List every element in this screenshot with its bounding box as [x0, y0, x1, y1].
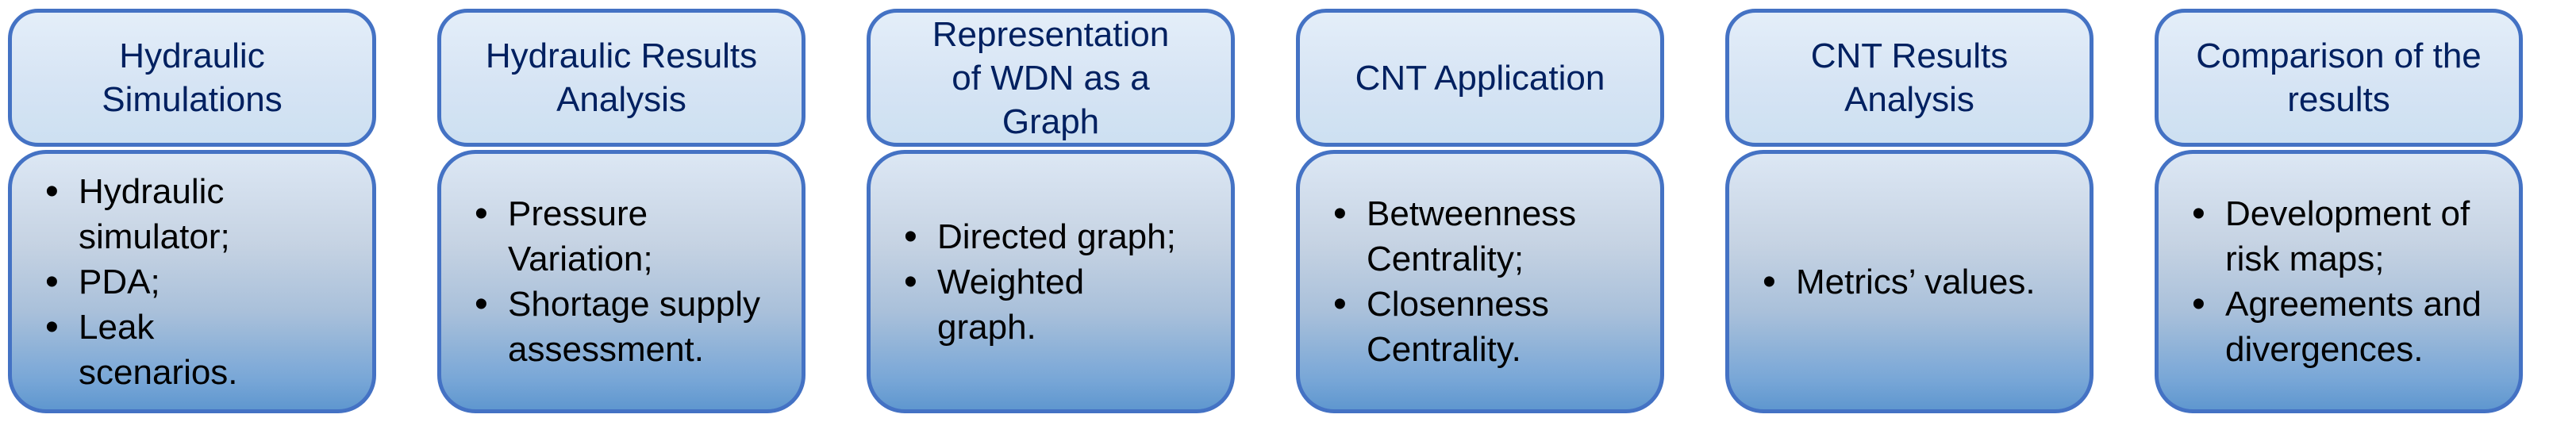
bullet-icon: •	[45, 170, 59, 213]
bullet-item: • Weighted graph.	[904, 259, 1213, 350]
stage-column-cnt-results-analysis: CNT Results Analysis • Metrics’ values.	[1725, 9, 2093, 422]
bullet-item: • Shortage supply assessment.	[475, 282, 784, 372]
bullet-text: Leak scenarios.	[79, 307, 238, 392]
bullet-text: Metrics’ values.	[1796, 262, 2036, 301]
bullet-text: Shortage supply assessment.	[508, 285, 760, 369]
bullet-icon: •	[45, 305, 59, 348]
bullet-icon: •	[45, 260, 59, 303]
bullet-item: • Pressure Variation;	[475, 191, 784, 282]
stage-title: Hydraulic Results Analysis	[485, 36, 758, 119]
bullet-icon: •	[1333, 283, 1347, 325]
stage-column-wdn-graph-representation: Representation of WDN as a Graph • Direc…	[867, 9, 1235, 422]
stage-header-cnt-application: CNT Application	[1296, 9, 1664, 147]
bullet-list: • Metrics’ values.	[1763, 259, 2072, 305]
bullet-text: Closenness Centrality.	[1367, 285, 1549, 369]
stage-body-cnt-results-analysis: • Metrics’ values.	[1725, 150, 2093, 413]
bullet-icon: •	[1763, 260, 1776, 303]
bullet-list: • Betweenness Centrality; • Closenness C…	[1333, 191, 1643, 372]
stage-body-cnt-application: • Betweenness Centrality; • Closenness C…	[1296, 150, 1664, 413]
stage-header-comparison-of-results: Comparison of the results	[2155, 9, 2523, 147]
stage-title: CNT Results Analysis	[1810, 36, 2009, 119]
bullet-list: • Pressure Variation; • Shortage supply …	[475, 191, 784, 372]
bullet-text: Development of risk maps;	[2225, 194, 2470, 278]
bullet-text: Agreements and divergences.	[2225, 285, 2482, 369]
bullet-item: • Agreements and divergences.	[2192, 282, 2501, 372]
bullet-item: • Closenness Centrality.	[1333, 282, 1643, 372]
stage-column-cnt-application: CNT Application • Betweenness Centrality…	[1296, 9, 1664, 422]
bullet-list: • Development of risk maps; • Agreements…	[2192, 191, 2501, 372]
bullet-item: • Directed graph;	[904, 214, 1213, 259]
bullet-item: • PDA;	[45, 259, 355, 305]
stage-title: Comparison of the results	[2196, 36, 2482, 119]
stage-column-hydraulic-results-analysis: Hydraulic Results Analysis • Pressure Va…	[437, 9, 805, 422]
bullet-icon: •	[1333, 193, 1347, 235]
stage-title: CNT Application	[1355, 58, 1605, 98]
bullet-text: PDA;	[79, 262, 160, 301]
bullet-icon: •	[2192, 193, 2205, 235]
bullet-text: Weighted graph.	[937, 262, 1085, 347]
bullet-item: • Development of risk maps;	[2192, 191, 2501, 282]
stage-body-comparison-of-results: • Development of risk maps; • Agreements…	[2155, 150, 2523, 413]
bullet-icon: •	[475, 193, 488, 235]
stage-column-hydraulic-simulations: Hydraulic Simulations • Hydraulic simula…	[8, 9, 376, 422]
bullet-text: Hydraulic simulator;	[79, 171, 230, 256]
stage-column-comparison-of-results: Comparison of the results • Development …	[2155, 9, 2523, 422]
bullet-item: • Hydraulic simulator;	[45, 169, 355, 259]
stage-header-hydraulic-simulations: Hydraulic Simulations	[8, 9, 376, 147]
stage-body-hydraulic-results-analysis: • Pressure Variation; • Shortage supply …	[437, 150, 805, 413]
bullet-list: • Hydraulic simulator; • PDA; • Leak sce…	[45, 169, 355, 395]
bullet-text: Betweenness Centrality;	[1367, 194, 1577, 278]
bullet-item: • Betweenness Centrality;	[1333, 191, 1643, 282]
bullet-text: Pressure Variation;	[508, 194, 653, 278]
stage-title: Representation of WDN as a Graph	[932, 14, 1170, 141]
stage-header-cnt-results-analysis: CNT Results Analysis	[1725, 9, 2093, 147]
stage-title: Hydraulic Simulations	[102, 36, 283, 119]
stage-header-wdn-graph-representation: Representation of WDN as a Graph	[867, 9, 1235, 147]
bullet-icon: •	[904, 260, 917, 303]
bullet-text: Directed graph;	[937, 217, 1176, 256]
bullet-item: • Metrics’ values.	[1763, 259, 2072, 305]
bullet-icon: •	[2192, 283, 2205, 325]
bullet-icon: •	[904, 215, 917, 258]
bullet-icon: •	[475, 283, 488, 325]
stage-body-hydraulic-simulations: • Hydraulic simulator; • PDA; • Leak sce…	[8, 150, 376, 413]
bullet-item: • Leak scenarios.	[45, 305, 355, 395]
stage-body-wdn-graph-representation: • Directed graph; • Weighted graph.	[867, 150, 1235, 413]
stage-header-hydraulic-results-analysis: Hydraulic Results Analysis	[437, 9, 805, 147]
bullet-list: • Directed graph; • Weighted graph.	[904, 214, 1213, 350]
